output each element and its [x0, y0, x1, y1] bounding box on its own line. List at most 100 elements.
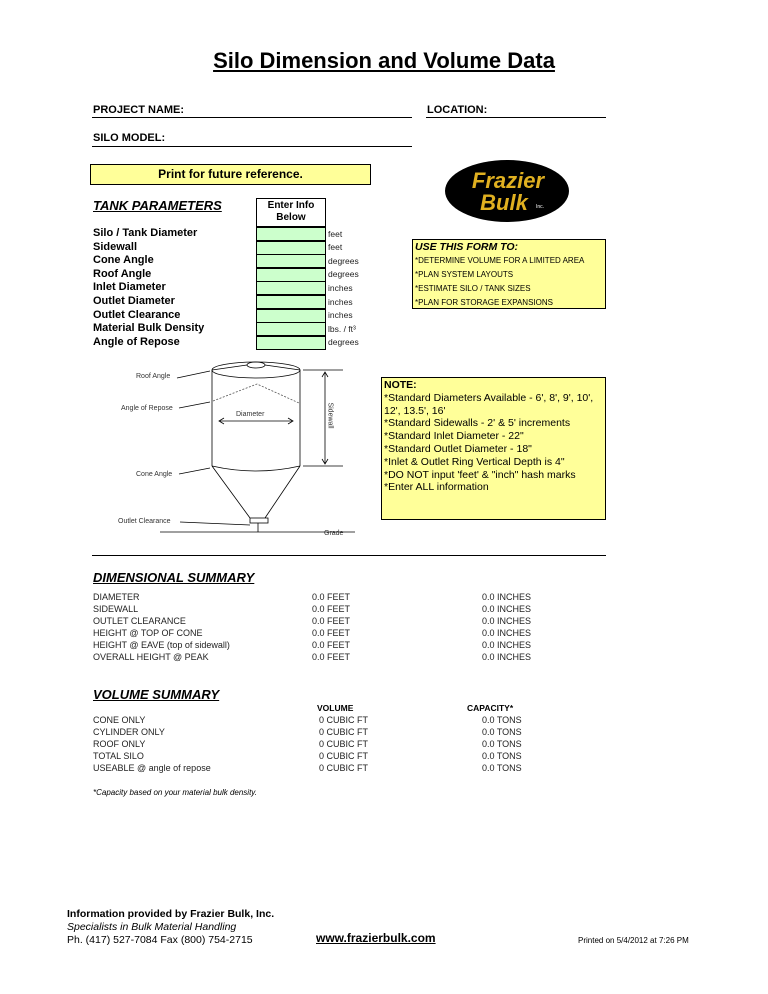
param-label: Inlet Diameter	[93, 281, 166, 294]
volume-value: 0 CUBIC FT	[319, 739, 369, 749]
enter-info-header-line2: Below	[276, 212, 306, 223]
note-line: *Standard Inlet Diameter - 22"	[384, 430, 524, 443]
use-form-item: *DETERMINE VOLUME FOR A LIMITED AREA	[415, 256, 585, 265]
dim-inches-value: 0.0 INCHES	[482, 640, 532, 650]
capacity-value: 0.0 TONS	[482, 739, 522, 749]
use-form-item: *ESTIMATE SILO / TANK SIZES	[415, 284, 531, 293]
divider	[92, 555, 606, 556]
param-unit: feet	[328, 228, 343, 239]
tank-parameters-title: TANK PARAMETERS	[93, 198, 222, 213]
param-input[interactable]	[256, 335, 326, 350]
capacity-footnote: *Capacity based on your material bulk de…	[93, 788, 257, 797]
dim-feet-value: 0.0 FEET	[312, 652, 351, 662]
svg-text:Inc.: Inc.	[536, 204, 544, 210]
silo-model-label: SILO MODEL:	[93, 132, 166, 144]
location-label: LOCATION:	[427, 104, 488, 116]
volume-value: 0 CUBIC FT	[319, 715, 369, 725]
print-note: Print for future reference.	[90, 164, 371, 185]
param-label: Outlet Clearance	[93, 308, 181, 321]
silo-diagram	[160, 361, 355, 533]
capacity-value: 0.0 TONS	[482, 763, 522, 773]
param-label: Silo / Tank Diameter	[93, 227, 198, 239]
param-label: Roof Angle	[93, 267, 152, 280]
dim-inches-value: 0.0 INCHES	[482, 604, 532, 614]
param-unit: degrees	[328, 337, 359, 348]
dim-feet-value: 0.0 FEET	[312, 628, 351, 638]
param-input[interactable]	[256, 308, 326, 323]
note-line: *DO NOT input 'feet' & "inch" hash marks	[384, 468, 576, 481]
enter-info-header: Enter Info Below	[256, 198, 326, 227]
dim-label: OUTLET CLEARANCE	[93, 616, 186, 626]
volume-value: 0 CUBIC FT	[319, 763, 369, 773]
volume-label: USEABLE @ angle of repose	[93, 763, 211, 773]
note-line: *Standard Outlet Diameter - 18"	[384, 442, 532, 455]
dim-inches-value: 0.0 INCHES	[482, 592, 532, 602]
project-name-label: PROJECT NAME:	[93, 104, 185, 116]
note-line: 12', 13.5', 16'	[384, 404, 446, 417]
param-input[interactable]	[256, 295, 326, 309]
use-form-item: *PLAN FOR STORAGE EXPANSIONS	[415, 298, 553, 307]
volume-label: CYLINDER ONLY	[93, 727, 165, 737]
param-unit: inches	[328, 310, 353, 321]
param-unit: inches	[328, 296, 353, 307]
use-form-box: USE THIS FORM TO: *DETERMINE VOLUME FOR …	[412, 239, 606, 309]
footer-phone-fax: Ph. (417) 527-7084 Fax (800) 754-2715	[67, 934, 253, 946]
diagram-angle-of-repose-label: Angle of Repose	[121, 405, 173, 412]
website-link[interactable]: www.frazierbulk.com	[316, 931, 436, 945]
note-line: *Enter ALL information	[384, 481, 489, 494]
dim-inches-value: 0.0 INCHES	[482, 652, 532, 662]
frazier-bulk-logo: Frazier Bulk Inc.	[445, 160, 569, 222]
location-field[interactable]	[426, 117, 606, 118]
param-input[interactable]	[256, 240, 326, 255]
use-form-title: USE THIS FORM TO:	[415, 241, 519, 253]
param-input[interactable]	[256, 254, 326, 269]
silo-model-field[interactable]	[92, 146, 412, 147]
diagram-cone-angle-label: Cone Angle	[136, 471, 173, 478]
volume-summary-title: VOLUME SUMMARY	[93, 687, 220, 702]
project-name-field[interactable]	[92, 117, 412, 118]
volume-label: ROOF ONLY	[93, 739, 146, 749]
svg-text:Frazier: Frazier	[472, 168, 546, 193]
diagram-sidewall-label: Sidewall	[326, 402, 334, 429]
param-label: Angle of Repose	[93, 335, 180, 348]
volume-value: 0 CUBIC FT	[319, 727, 369, 737]
param-input[interactable]	[256, 322, 326, 337]
dim-inches-value: 0.0 INCHES	[482, 628, 532, 638]
diagram-grade-label: Grade	[324, 530, 344, 537]
dim-inches-value: 0.0 INCHES	[482, 616, 532, 626]
param-label: Cone Angle	[93, 254, 154, 267]
note-line: *Inlet & Outlet Ring Vertical Depth is 4…	[384, 455, 565, 468]
footer-tagline: Specialists in Bulk Material Handling	[67, 921, 237, 933]
volume-label: TOTAL SILO	[93, 751, 144, 761]
param-unit: degrees	[328, 269, 359, 280]
param-input[interactable]	[256, 267, 326, 282]
dim-feet-value: 0.0 FEET	[312, 616, 351, 626]
capacity-value: 0.0 TONS	[482, 715, 522, 725]
capacity-value: 0.0 TONS	[482, 727, 522, 737]
dimensional-summary-title: DIMENSIONAL SUMMARY	[93, 570, 255, 585]
param-input[interactable]	[256, 227, 326, 241]
param-label: Outlet Diameter	[93, 295, 175, 307]
dim-feet-value: 0.0 FEET	[312, 592, 351, 602]
diagram-diameter-label: Diameter	[236, 411, 265, 418]
param-label: Sidewall	[93, 240, 138, 253]
footer-provided-by: Information provided by Frazier Bulk, In…	[67, 908, 275, 920]
note-box: NOTE: *Standard Diameters Available - 6'…	[381, 377, 606, 520]
volume-value: 0 CUBIC FT	[319, 751, 369, 761]
note-title: NOTE:	[384, 379, 417, 391]
dim-label: SIDEWALL	[93, 604, 139, 614]
capacity-header: CAPACITY*	[467, 703, 514, 713]
param-unit: lbs. / ft³	[328, 323, 356, 334]
dim-label: DIAMETER	[93, 592, 140, 602]
dim-feet-value: 0.0 FEET	[312, 604, 351, 614]
dim-label: HEIGHT @ EAVE (top of sidewall)	[93, 640, 230, 650]
param-input[interactable]	[256, 281, 326, 296]
svg-text:Bulk: Bulk	[480, 190, 529, 215]
dim-label: HEIGHT @ TOP OF CONE	[93, 628, 203, 638]
enter-info-header-line1: Enter Info	[267, 200, 315, 211]
volume-label: CONE ONLY	[93, 715, 146, 725]
diagram-roof-angle-label: Roof Angle	[136, 373, 171, 380]
param-label: Material Bulk Density	[93, 322, 205, 335]
capacity-value: 0.0 TONS	[482, 751, 522, 761]
diagram-outlet-clearance-label: Outlet Clearance	[118, 518, 171, 525]
